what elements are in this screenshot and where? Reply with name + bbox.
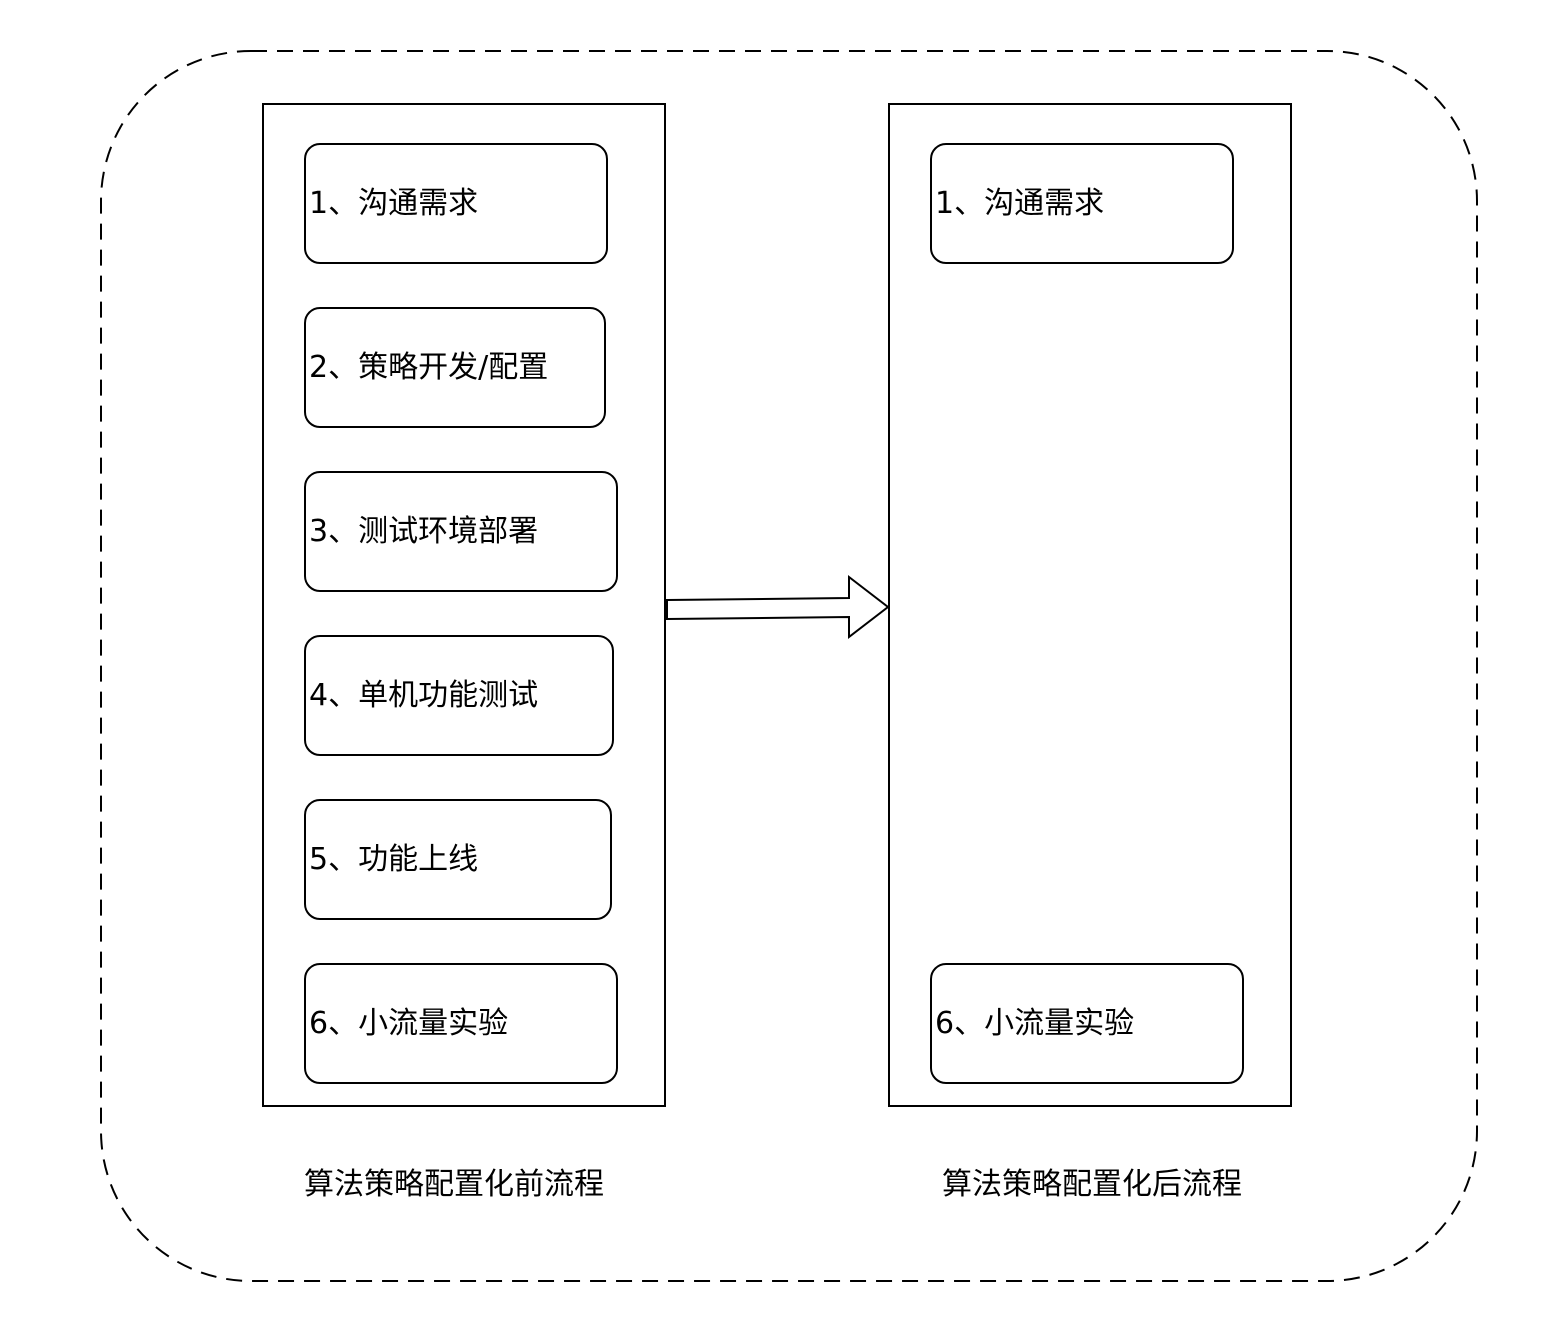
before-step-3-label: 3、测试环境部署 [309,513,539,549]
before-process-panel [262,103,666,1107]
before-step-4-label: 4、单机功能测试 [309,677,539,713]
before-step-5: 5、功能上线 [304,799,612,920]
before-caption: 算法策略配置化前流程 [304,1167,604,1202]
before-step-2-label: 2、策略开发/配置 [309,349,549,385]
before-step-6-label: 6、小流量实验 [309,1005,509,1041]
before-step-3: 3、测试环境部署 [304,471,618,592]
before-step-2: 2、策略开发/配置 [304,307,606,428]
before-step-6: 6、小流量实验 [304,963,618,1084]
after-process-panel [888,103,1292,1107]
before-step-1: 1、沟通需求 [304,143,608,264]
before-step-4: 4、单机功能测试 [304,635,614,756]
after-step-6-label: 6、小流量实验 [935,1005,1135,1041]
after-step-6: 6、小流量实验 [930,963,1244,1084]
block-arrow-icon [666,574,890,640]
after-step-1: 1、沟通需求 [930,143,1234,264]
after-step-1-label: 1、沟通需求 [935,185,1105,221]
before-step-5-label: 5、功能上线 [309,841,479,877]
before-step-1-label: 1、沟通需求 [309,185,479,221]
after-caption: 算法策略配置化后流程 [942,1167,1242,1202]
